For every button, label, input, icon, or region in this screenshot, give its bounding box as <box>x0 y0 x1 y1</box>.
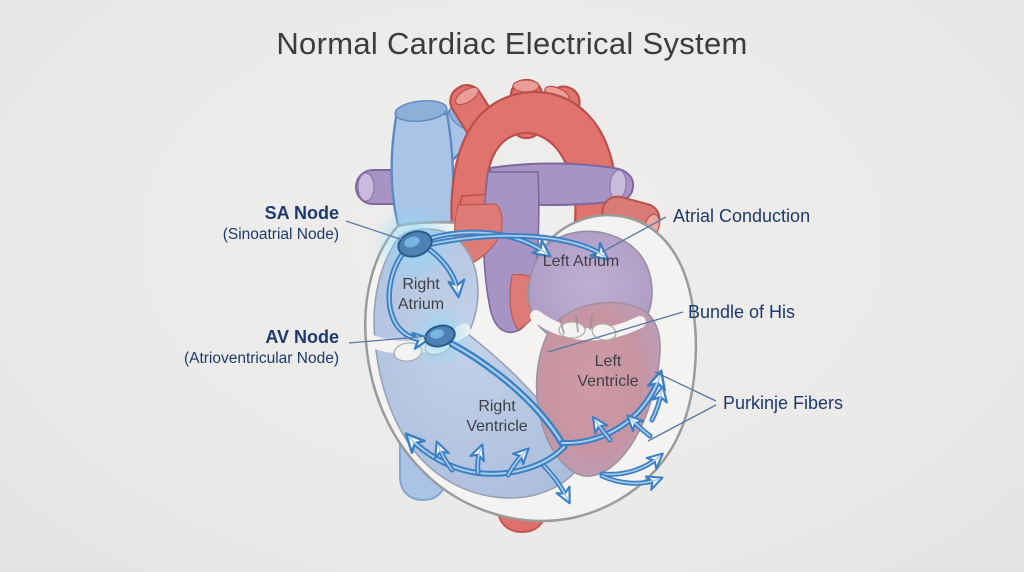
bundle-of-his-label: Bundle of His <box>688 302 796 322</box>
mitral-valve <box>530 310 646 341</box>
aortic-arch <box>449 78 618 256</box>
bundle-of-his-leader <box>547 311 684 353</box>
leader-lines <box>345 216 717 442</box>
right-atrium-label: Right Atrium <box>397 276 445 313</box>
chordae-marks <box>559 313 593 335</box>
atrial-conduction-leader <box>601 216 667 253</box>
sa-node <box>397 230 433 258</box>
sa-node-label: SA Node (Sinoatrial Node) <box>223 202 339 246</box>
atrial-conduction-label: Atrial Conduction <box>673 206 811 226</box>
av-node-label-name: AV Node <box>265 327 339 347</box>
purkinje-fiber-branches <box>434 385 668 505</box>
sa-node-leader <box>345 220 404 241</box>
page-title: Normal Cardiac Electrical System <box>276 26 748 61</box>
sa-node-label-name: SA Node <box>264 203 339 223</box>
sa-node-label-full: (Sinoatrial Node) <box>222 226 339 243</box>
av-node-leader <box>348 335 431 344</box>
av-node <box>424 324 456 348</box>
left-atrium-label: Left Atrium <box>542 253 620 270</box>
av-node-label: AV Node (Atrioventricular Node) <box>184 326 339 370</box>
purkinje-fibers-label: Purkinje Fibers <box>723 393 844 413</box>
purkinje-leader-upper <box>654 371 717 402</box>
av-node-label-full: (Atrioventricular Node) <box>183 350 339 367</box>
right-ventricle-label: Right Ventricle <box>466 398 528 435</box>
left-ventricle-label: Left Ventricle <box>577 353 639 390</box>
purkinje-leader-lower <box>647 404 717 442</box>
